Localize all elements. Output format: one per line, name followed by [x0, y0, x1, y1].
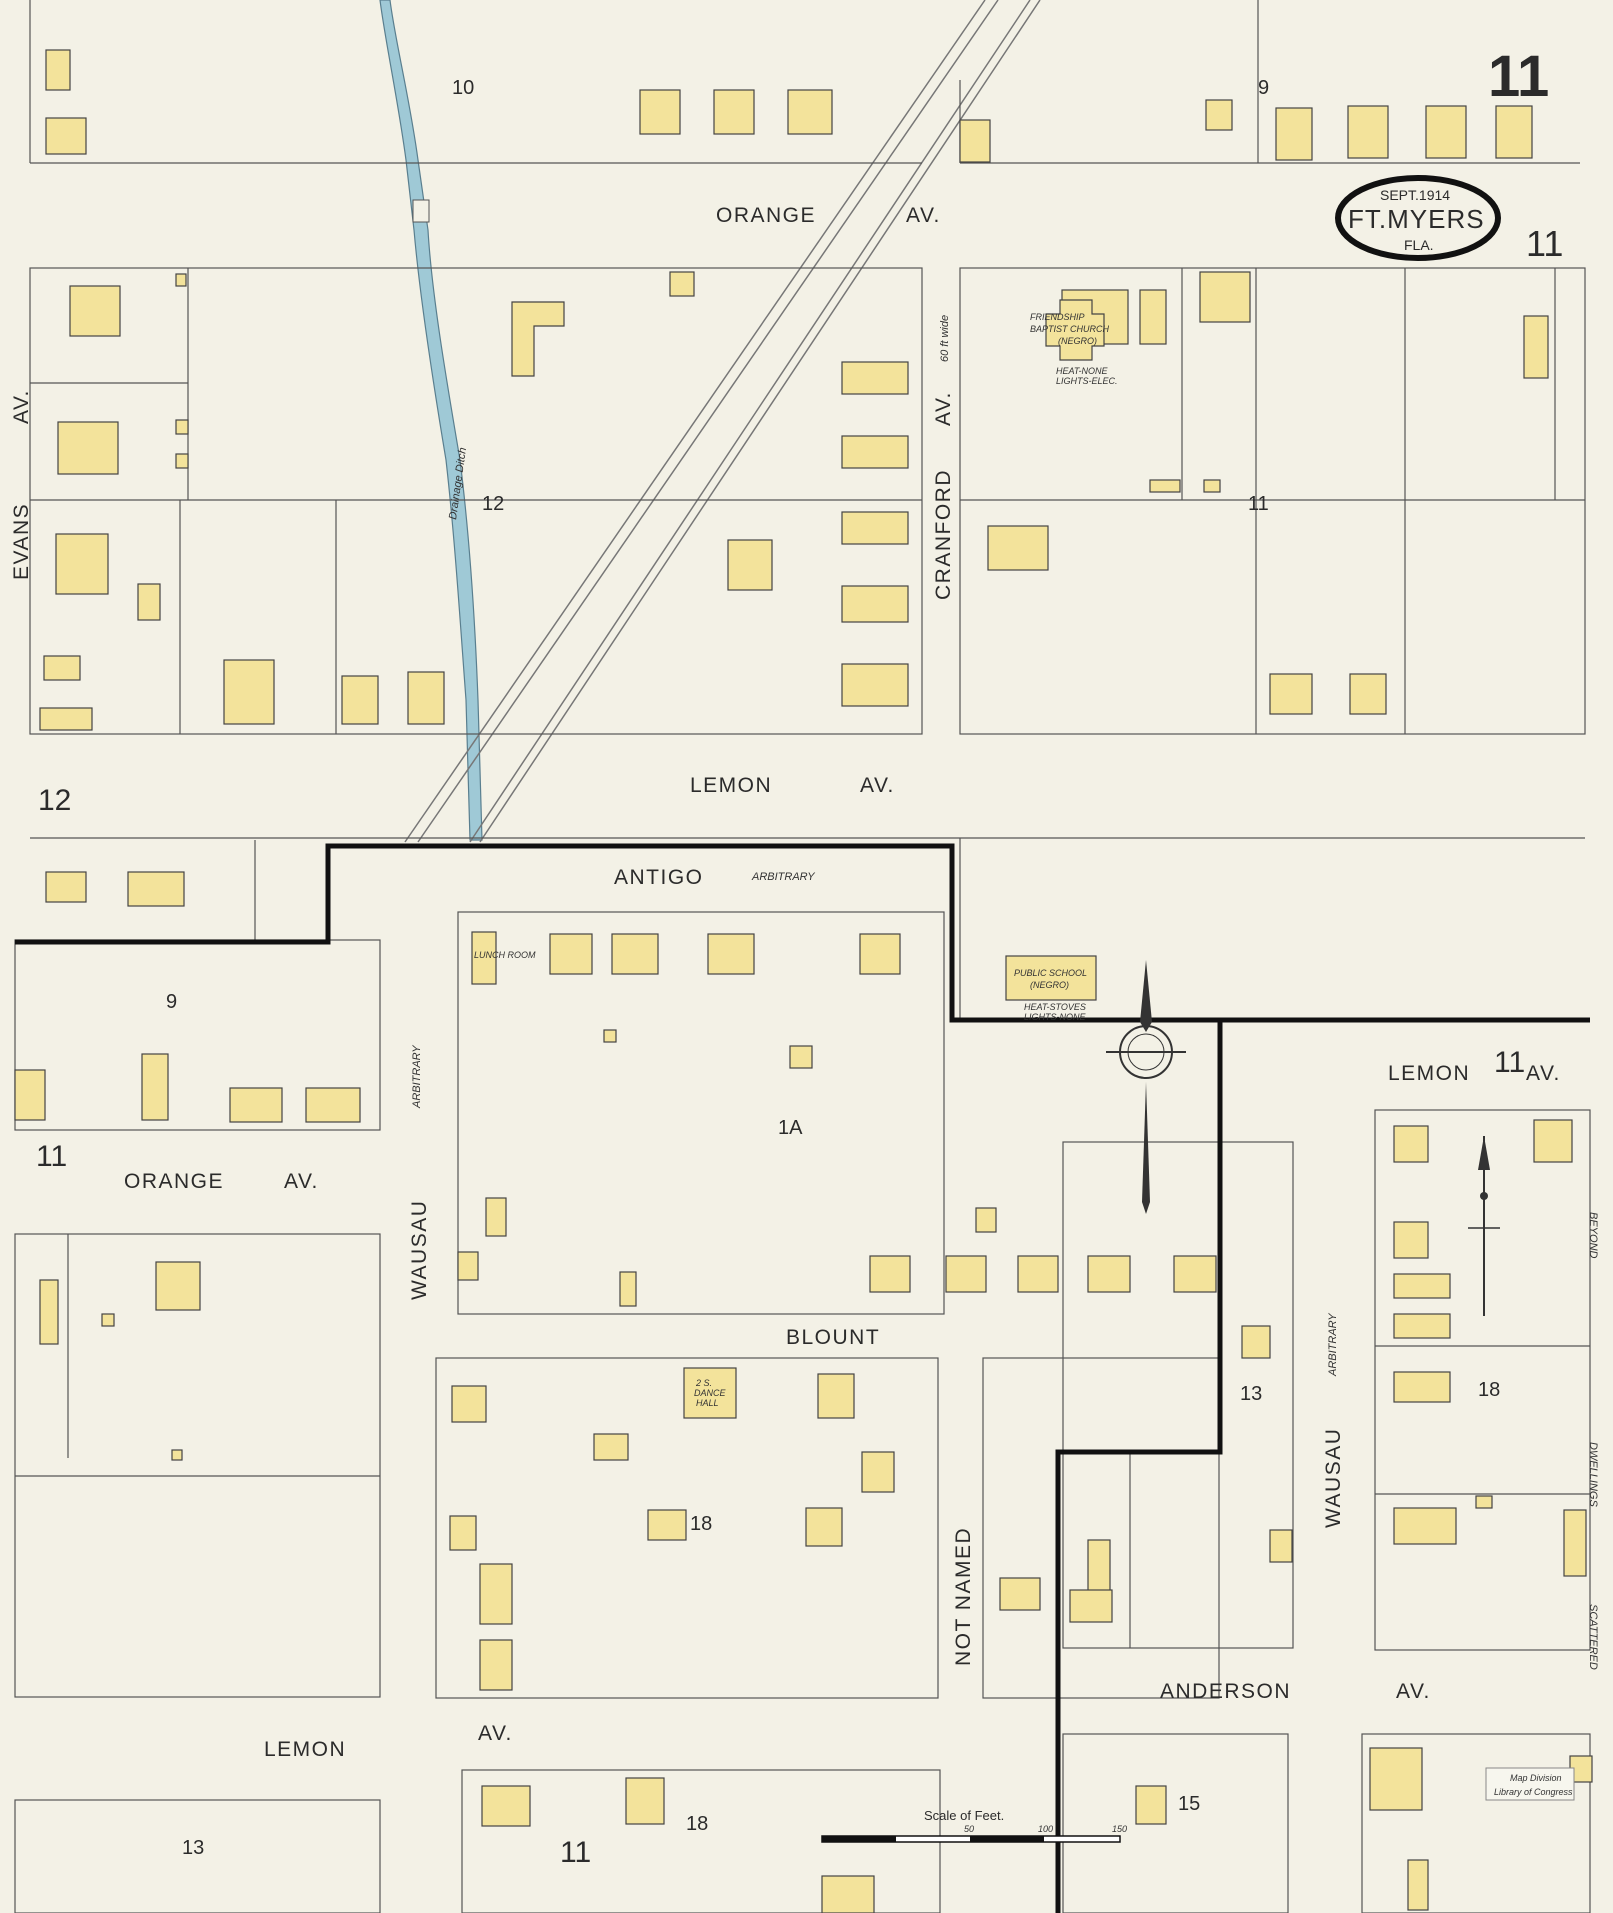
north-arrow [1468, 1136, 1500, 1316]
school-label-line: PUBLIC SCHOOL [1014, 968, 1087, 978]
antigo-label: ANTIGO [614, 866, 704, 889]
church-label-line: FRIENDSHIP [1030, 312, 1085, 322]
lemon-av-right-av: AV. [1526, 1062, 1561, 1085]
lemon-av-bottom-av: AV. [478, 1722, 513, 1745]
dance-hall-label-line: 2 S. [695, 1378, 712, 1388]
not-named-label: NOT NAMED [952, 1527, 975, 1666]
library-stamp-line: Map Division [1510, 1773, 1562, 1783]
lemon-av-mid-av: AV. [860, 774, 895, 797]
scale-title: Scale of Feet. [924, 1808, 1004, 1823]
orange-av-left-av: AV. [284, 1170, 319, 1193]
cranford-width-note: 60 ft wide [939, 315, 951, 362]
block-number: 15 [1178, 1793, 1200, 1815]
dance-hall-label-line: HALL [696, 1398, 719, 1408]
antigo-arbitrary-note: ARBITRARY [751, 871, 815, 883]
library-stamp [1485, 1767, 1575, 1801]
block-18 [435, 1357, 939, 1699]
compass-rose [1106, 960, 1186, 1214]
church-footprint [1045, 299, 1105, 361]
cranford-label: CRANFORD [932, 469, 955, 600]
evans-label: EVANS [10, 503, 33, 580]
school-note-line: LIGHTS-NONE [1024, 1012, 1087, 1022]
beyond-note: BEYOND [1587, 1212, 1599, 1259]
block-1a [457, 911, 945, 1315]
scale-tick: 100 [1038, 1824, 1053, 1834]
wausau-right-arbitrary-note: ARBITRARY [1327, 1313, 1339, 1377]
sheet-state: FLA. [1404, 237, 1434, 253]
right-blocks [1062, 1109, 1591, 1913]
block-number: 9 [166, 991, 177, 1013]
block-number: 12 [38, 784, 71, 817]
drainage-ditch [379, 0, 483, 841]
ditch-culvert [412, 199, 430, 223]
sheet-city: FT.MYERS [1348, 204, 1485, 234]
building-footprints [14, 49, 1593, 1913]
church-label-line: (NEGRO) [1058, 336, 1097, 346]
sheet-number: 11 [1488, 44, 1549, 109]
scale-tick: 50 [964, 1824, 974, 1834]
scale-bar [821, 1835, 1121, 1843]
orange-av-top-av: AV. [906, 204, 941, 227]
church-note-line: HEAT-NONE [1056, 366, 1109, 376]
anderson-av-label: ANDERSON [1160, 1680, 1291, 1703]
anderson-av-av: AV. [1396, 1680, 1431, 1703]
library-stamp-line: Library of Congress [1494, 1787, 1573, 1797]
wausau-arbitrary-note: ARBITRARY [411, 1045, 423, 1109]
block-number: 11 [560, 1836, 591, 1869]
block-upper-right-lots [959, 267, 1586, 735]
block-number: 12 [482, 493, 504, 515]
wausau-left-label: WAUSAU [408, 1200, 431, 1300]
school-label-line: (NEGRO) [1030, 980, 1069, 990]
wausau-right-label: WAUSAU [1322, 1428, 1345, 1528]
block-number: 11 [1494, 1046, 1525, 1079]
top-lot-lines [29, 0, 1580, 164]
cranford-av: AV. [932, 391, 955, 426]
dance-hall-label-line: DANCE [694, 1388, 727, 1398]
block-number: 1A [778, 1117, 803, 1139]
sheet-boundary-lower [1055, 1020, 1223, 1913]
lunch-room-label: LUNCH ROOM [474, 950, 536, 960]
dwellings-note: DWELLINGS [1587, 1442, 1599, 1507]
block-number: 18 [1478, 1379, 1500, 1401]
railroad [404, 0, 1041, 843]
block-number: 18 [690, 1513, 712, 1535]
sheet-date: SEPT.1914 [1380, 187, 1450, 203]
block-number: 18 [686, 1813, 708, 1835]
scattered-note: SCATTERED [1587, 1604, 1599, 1670]
block-number: 11 [1248, 493, 1269, 515]
school-note-line: HEAT-STOVES [1024, 1002, 1086, 1012]
orange-av-top-label: ORANGE [716, 204, 816, 227]
church-label-line: BAPTIST CHURCH [1030, 324, 1110, 334]
title-cartouche [1335, 175, 1501, 261]
church-note-line: LIGHTS-ELEC. [1056, 376, 1118, 386]
evans-av: AV. [10, 389, 33, 424]
sheet-boundary-upper [15, 843, 1590, 1023]
blount-label: BLOUNT [786, 1326, 880, 1349]
scale-tick: 150 [1112, 1824, 1127, 1834]
lemon-av-right-label: LEMON [1388, 1062, 1470, 1085]
block-upper-left-lots [29, 267, 923, 735]
lemon-av-mid-label: LEMON [690, 774, 772, 797]
orange-av-left-label: ORANGE [124, 1170, 224, 1193]
block-number: 11 [36, 1140, 67, 1173]
block-number: 10 [452, 77, 474, 99]
sheet-number-secondary: 11 [1526, 223, 1563, 264]
block-number: 13 [1240, 1383, 1262, 1405]
block-number: 9 [1258, 77, 1269, 99]
lemon-av-bottom-label: LEMON [264, 1738, 346, 1761]
block-not-named [982, 1357, 1220, 1699]
block-number: 13 [182, 1837, 204, 1859]
